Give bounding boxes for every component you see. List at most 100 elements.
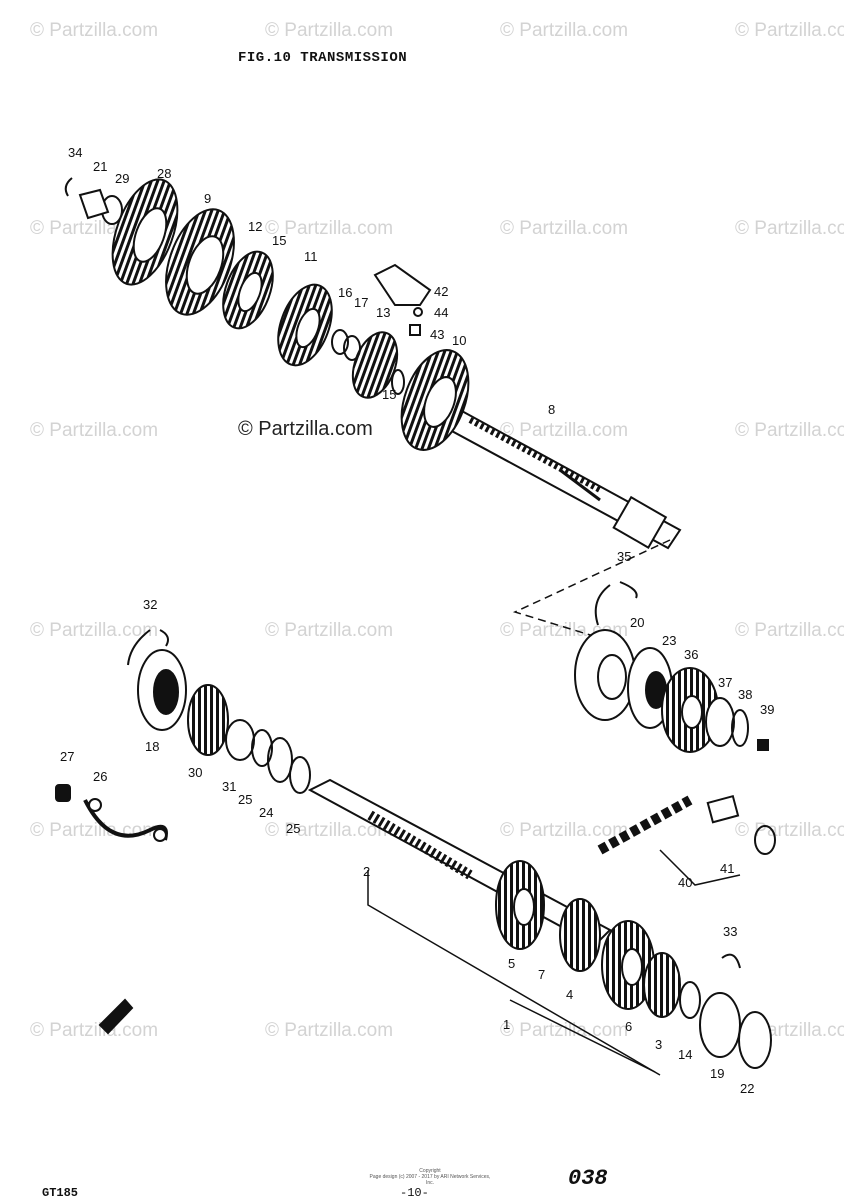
gear-3: [643, 952, 681, 1018]
callout-22: 22: [740, 1081, 755, 1096]
callout-30: 30: [188, 765, 203, 780]
watermark: © Partzilla.com: [265, 820, 394, 841]
gear-30: [187, 684, 229, 756]
gear-4: [559, 898, 601, 972]
model-code: GT185: [42, 1186, 79, 1200]
callout-36: 36: [684, 647, 699, 662]
callout-43: 43: [430, 327, 445, 342]
callout-20: 20: [630, 615, 645, 630]
ring-33: [721, 953, 741, 969]
callout-34: 34: [68, 145, 83, 160]
callout-1: 1: [503, 1017, 511, 1032]
callout-5: 5: [508, 956, 516, 971]
watermark: © Partzilla.com: [735, 218, 844, 239]
watermark: © Partzilla.com: [265, 620, 394, 641]
callout-7: 7: [538, 967, 546, 982]
bolt-27: [55, 784, 71, 802]
snap-ring-35: [594, 581, 638, 626]
callout-16: 16: [338, 285, 353, 300]
gear-12: [222, 250, 274, 330]
callout-39: 39: [760, 702, 775, 717]
callout-3: 3: [655, 1037, 663, 1052]
callout-27: 27: [60, 749, 75, 764]
bearing-18: [137, 649, 187, 731]
watermark: © Partzilla.com: [30, 1020, 159, 1041]
callout-29: 29: [115, 171, 130, 186]
plate-37-38: [705, 697, 749, 747]
callout-33: 33: [723, 924, 738, 939]
callout-38: 38: [738, 687, 753, 702]
bearing-31: [225, 719, 255, 761]
callout-15a: 15: [272, 233, 287, 248]
copyright-line: Page design (c) 2007 - 2017 by ARI Netwo…: [369, 1174, 491, 1186]
copyright-line: Copyright: [419, 1168, 441, 1174]
watermark: © Partzilla.com: [500, 420, 629, 441]
washers-lower: [251, 729, 311, 794]
watermark: © Partzilla.com: [500, 820, 629, 841]
callout-35: 35: [617, 549, 632, 564]
callout-26: 26: [93, 769, 108, 784]
callout-24: 24: [259, 805, 274, 820]
callout-44: 44: [434, 305, 449, 320]
callout-17: 17: [354, 295, 369, 310]
callout-6: 6: [625, 1019, 633, 1034]
gear-11: [277, 283, 333, 367]
callout-32: 32: [143, 597, 158, 612]
gear-28: [111, 178, 179, 286]
cap-22: [738, 1011, 772, 1069]
bracket-26: [83, 798, 168, 842]
callout-13: 13: [376, 305, 391, 320]
callout-9: 9: [204, 191, 212, 206]
callout-40: 40: [678, 875, 693, 890]
copyright-notice: Copyright Page design (c) 2007 - 2017 by…: [365, 1168, 495, 1186]
watermark: © Partzilla.com: [30, 420, 159, 441]
callout-41: 41: [720, 861, 735, 876]
watermark: © Partzilla.com: [500, 218, 629, 239]
bolt-39: [757, 739, 769, 751]
callout-25b: 25: [286, 821, 301, 836]
center-watermark: © Partzilla.com: [238, 418, 373, 440]
watermark: © Partzilla.com: [735, 820, 844, 841]
callout-18: 18: [145, 739, 160, 754]
gear-10: [400, 349, 470, 451]
sheet-number: 038: [568, 1166, 608, 1191]
bracket-42: [373, 263, 432, 336]
callout-25a: 25: [238, 792, 253, 807]
callout-21: 21: [93, 159, 108, 174]
page-number: -10-: [400, 1186, 429, 1200]
watermark: © Partzilla.com: [265, 1020, 394, 1041]
snap-ring-32: [127, 629, 169, 666]
callout-11: 11: [304, 249, 318, 264]
main-shaft-8: [438, 398, 682, 550]
callout-15b: 15: [382, 387, 397, 402]
callout-42: 42: [434, 284, 449, 299]
watermark: © Partzilla.com: [265, 20, 394, 41]
callout-23: 23: [662, 633, 677, 648]
watermark: © Partzilla.com: [735, 420, 844, 441]
callout-37: 37: [718, 675, 733, 690]
watermark: © Partzilla.com: [30, 20, 159, 41]
washer-14: [679, 981, 701, 1019]
callout-8: 8: [548, 402, 556, 417]
gear-9: [165, 208, 235, 316]
callout-19: 19: [710, 1066, 725, 1081]
washers-upper: [64, 177, 405, 395]
callout-31: 31: [222, 779, 237, 794]
chain-joint-41: [706, 794, 776, 855]
bearing-19: [699, 992, 741, 1058]
callout-28: 28: [157, 166, 172, 181]
watermark: © Partzilla.com: [500, 1020, 629, 1041]
figure-title: FIG.10 TRANSMISSION: [238, 50, 408, 66]
watermark: © Partzilla.com: [30, 620, 159, 641]
chain-40: [597, 795, 693, 855]
gear-5: [495, 860, 545, 950]
watermark: © Partzilla.com: [265, 218, 394, 239]
callout-4: 4: [566, 987, 574, 1002]
callout-14: 14: [678, 1047, 693, 1062]
callout-12: 12: [248, 219, 263, 234]
bearing-20: [574, 629, 636, 721]
watermark: © Partzilla.com: [735, 620, 844, 641]
watermark: © Partzilla.com: [500, 20, 629, 41]
